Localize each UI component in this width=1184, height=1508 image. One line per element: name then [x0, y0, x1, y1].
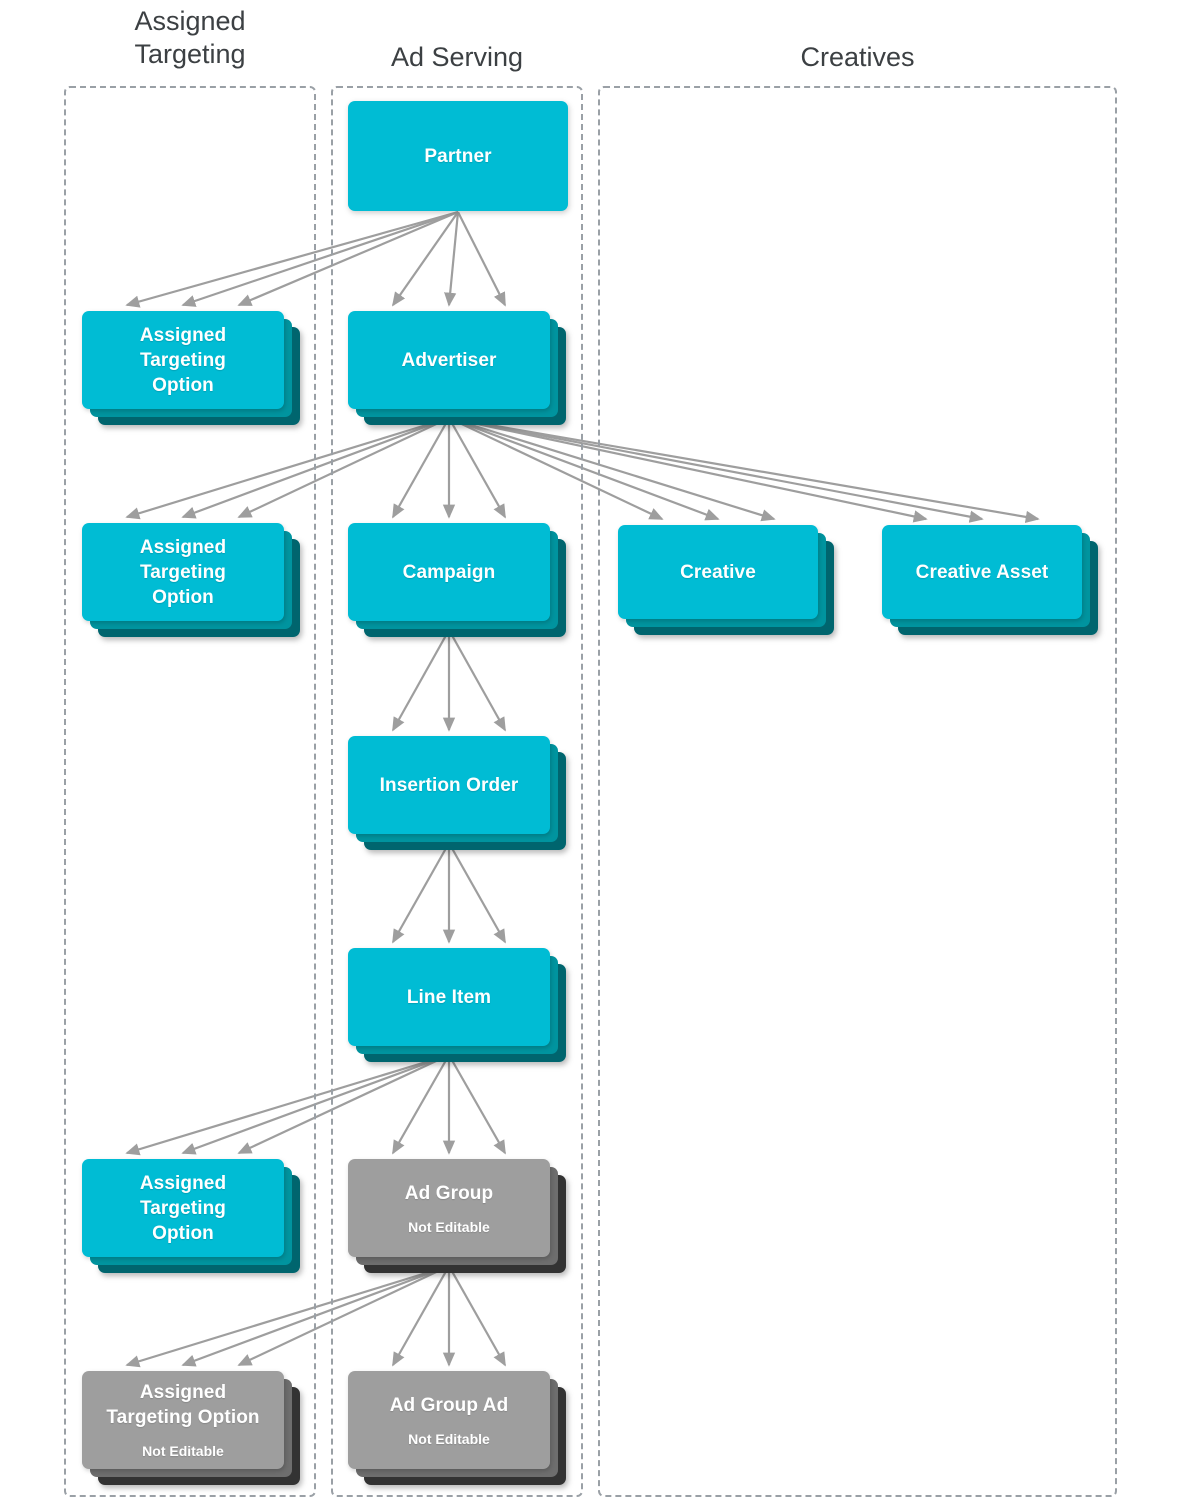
- column-frame-creatives: [598, 86, 1117, 1497]
- node-ad-group-ad: Ad Group Ad Not Editable: [348, 1371, 570, 1489]
- node-ato-4-label: Assigned Targeting Option: [106, 1382, 260, 1428]
- node-creative: Creative: [618, 525, 838, 639]
- node-line-item-card[interactable]: Line Item: [348, 948, 550, 1046]
- column-header-assigned-targeting: Assigned Targeting: [134, 6, 246, 69]
- node-ato-1-label: Assigned Targeting Option: [139, 324, 227, 396]
- node-ad-group-ad-badge: Not Editable: [408, 1430, 490, 1447]
- node-campaign-card[interactable]: Campaign: [348, 523, 550, 621]
- node-line-item: Line Item: [348, 948, 570, 1066]
- column-frame-ad-serving: [331, 86, 583, 1497]
- column-header-creatives: Creatives: [800, 42, 915, 72]
- node-partner-label: Partner: [424, 145, 492, 167]
- node-line-item-label: Line Item: [406, 986, 492, 1008]
- node-ato-4-badge: Not Editable: [142, 1443, 224, 1459]
- node-ato-2: Assigned Targeting Option: [82, 523, 304, 641]
- column-frame-assigned-targeting: [64, 86, 316, 1497]
- node-ato-2-card[interactable]: Assigned Targeting Option: [82, 523, 284, 621]
- node-partner: Partner: [348, 101, 588, 231]
- node-ato-2-label: Assigned Targeting Option: [139, 536, 227, 608]
- node-ato-1: Assigned Targeting Option: [82, 311, 304, 429]
- node-creative-asset-card[interactable]: Creative Asset: [882, 525, 1082, 619]
- node-campaign-label: Campaign: [402, 561, 496, 583]
- node-campaign: Campaign: [348, 523, 570, 641]
- node-insertion-order-label: Insertion Order: [379, 774, 519, 796]
- node-creative-label: Creative: [680, 561, 756, 583]
- node-ad-group-badge: Not Editable: [408, 1218, 490, 1235]
- node-advertiser-label: Advertiser: [401, 349, 497, 371]
- node-ad-group-ad-card[interactable]: Ad Group Ad Not Editable: [348, 1371, 550, 1469]
- node-partner-card[interactable]: Partner: [348, 101, 568, 211]
- node-creative-asset-label: Creative Asset: [915, 561, 1049, 583]
- node-ad-group-ad-label: Ad Group Ad: [389, 1394, 509, 1416]
- node-creative-card[interactable]: Creative: [618, 525, 818, 619]
- node-ato-3: Assigned Targeting Option: [82, 1159, 304, 1277]
- node-advertiser: Advertiser: [348, 311, 570, 429]
- node-creative-asset: Creative Asset: [882, 525, 1102, 639]
- node-advertiser-card[interactable]: Advertiser: [348, 311, 550, 409]
- node-ato-3-label: Assigned Targeting Option: [139, 1172, 227, 1244]
- node-ato-3-card[interactable]: Assigned Targeting Option: [82, 1159, 284, 1257]
- node-ad-group-label: Ad Group: [404, 1182, 494, 1204]
- node-insertion-order-card[interactable]: Insertion Order: [348, 736, 550, 834]
- column-header-ad-serving: Ad Serving: [390, 42, 524, 72]
- node-ato-1-card[interactable]: Assigned Targeting Option: [82, 311, 284, 409]
- node-insertion-order: Insertion Order: [348, 736, 570, 854]
